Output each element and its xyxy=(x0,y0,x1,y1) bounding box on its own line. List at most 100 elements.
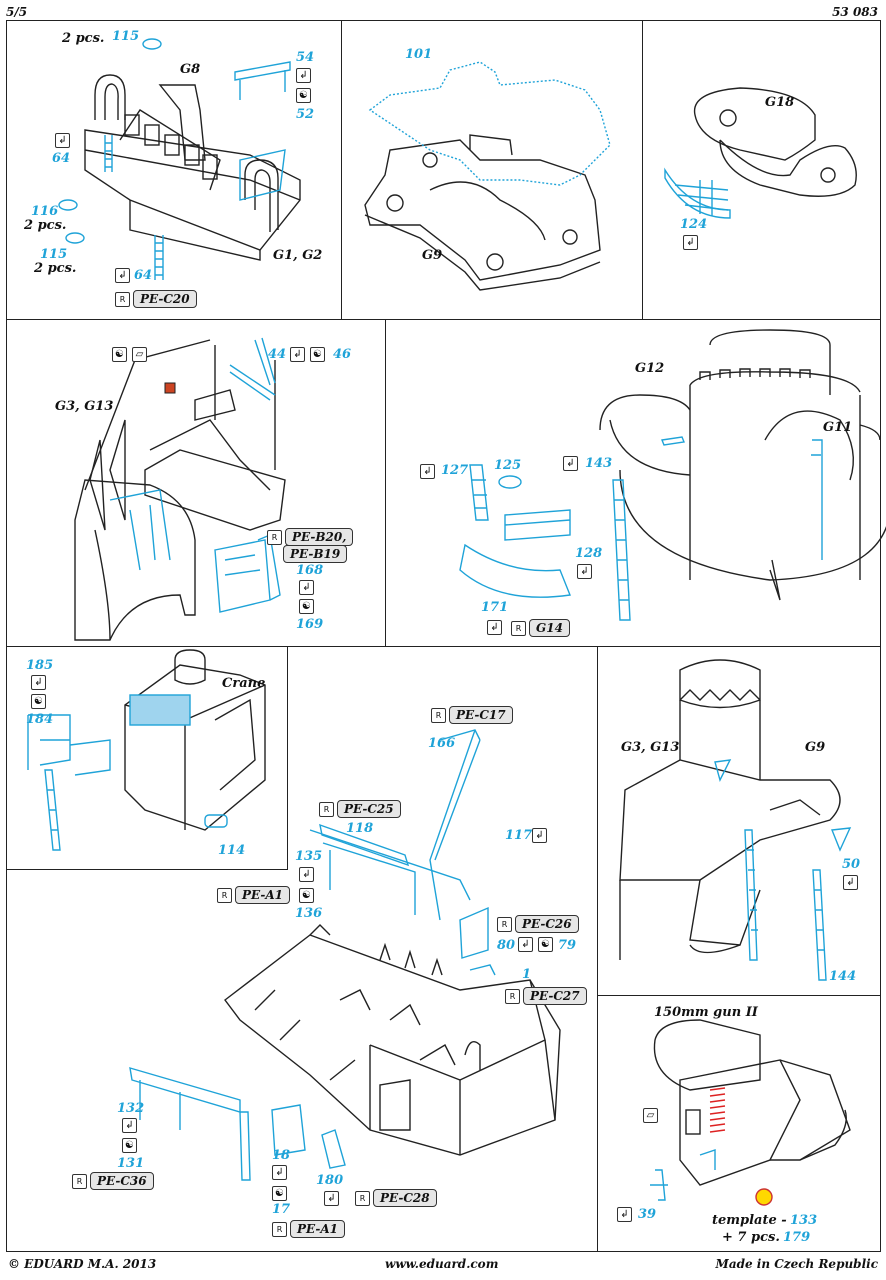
fold-icon: ☯ xyxy=(299,599,314,614)
bend-icon: ↲ xyxy=(299,580,314,595)
part-118: 118 xyxy=(346,821,374,836)
bend-icon: ↲ xyxy=(617,1207,632,1222)
ref-pe-c26: R PE-C26 xyxy=(497,915,579,933)
bend-icon: ↲ xyxy=(115,268,130,283)
pcs-label: 2 pcs. xyxy=(34,261,77,276)
part-17: 17 xyxy=(272,1202,291,1217)
part-64: 64 xyxy=(134,268,153,283)
gun-title: 150mm gun II xyxy=(654,1005,758,1020)
part-135: 135 xyxy=(295,849,323,864)
panel-150mm-gun xyxy=(597,995,881,1252)
ref-g14: R G14 xyxy=(511,619,570,637)
bend-icon: ↲ xyxy=(55,133,70,148)
part-124: 124 xyxy=(680,217,708,232)
part-1: 1 xyxy=(522,967,532,982)
bend-icon: ↲ xyxy=(122,1118,137,1133)
part-80: 80 xyxy=(497,938,516,953)
bend-icon: ↲ xyxy=(563,456,578,471)
part-label-crane: Crane xyxy=(222,676,266,691)
part-171: 171 xyxy=(481,600,509,615)
ref-pe-b19: PE-B19 xyxy=(283,545,348,563)
part-label-g9: G9 xyxy=(805,740,826,755)
part-128: 128 xyxy=(575,546,603,561)
fold-icon: ☯ xyxy=(299,888,314,903)
ref-pe-c25: R PE-C25 xyxy=(319,800,401,818)
ref-pe-a1: R PE-A1 xyxy=(272,1220,346,1238)
part-label-g9: G9 xyxy=(422,248,443,263)
part-64: 64 xyxy=(52,151,71,166)
part-label-g12: G12 xyxy=(635,361,665,376)
template-label: template - xyxy=(712,1213,787,1228)
part-179: 179 xyxy=(783,1230,811,1245)
part-133: 133 xyxy=(790,1213,818,1228)
part-46: 46 xyxy=(333,347,352,362)
part-131: 131 xyxy=(117,1156,145,1171)
part-54: 54 xyxy=(296,50,315,65)
fold-icon: ☯ xyxy=(272,1186,287,1201)
bend-icon: ↲ xyxy=(299,867,314,882)
part-117: 117 xyxy=(505,828,533,843)
part-143: 143 xyxy=(585,456,613,471)
part-label-g18: G18 xyxy=(765,95,795,110)
paint-icon: ▱ xyxy=(132,347,147,362)
part-label-g3-g13: G3, G13 xyxy=(621,740,680,755)
resin-icon: R xyxy=(505,988,520,1004)
part-label-g8: G8 xyxy=(180,62,201,77)
page-number: 5/5 xyxy=(6,5,28,19)
pcs-label: 2 pcs. xyxy=(62,31,105,46)
fold-icon: ☯ xyxy=(538,937,553,952)
ref-pe-b20: R PE-B20, xyxy=(267,528,354,546)
part-166: 166 xyxy=(428,736,456,751)
made-in: Made in Czech Republic xyxy=(715,1257,878,1271)
part-115: 115 xyxy=(40,247,68,262)
part-79: 79 xyxy=(558,938,577,953)
part-label-g11: G11 xyxy=(823,420,853,435)
pcs-label: 2 pcs. xyxy=(24,218,67,233)
ref-pe-c27: R PE-C27 xyxy=(505,987,587,1005)
part-52: 52 xyxy=(296,107,315,122)
bend-icon: ↲ xyxy=(324,1191,339,1206)
part-label-g3-g13: G3, G13 xyxy=(55,399,114,414)
kit-code: 53 083 xyxy=(832,5,878,19)
part-180: 180 xyxy=(316,1173,344,1188)
part-127: 127 xyxy=(441,463,469,478)
ref-pe-a1: R PE-A1 xyxy=(217,886,291,904)
bend-icon: ↲ xyxy=(518,937,533,952)
part-18: 18 xyxy=(272,1148,291,1163)
part-184: 184 xyxy=(26,712,54,727)
part-50: 50 xyxy=(842,857,861,872)
ref-pe-c17: R PE-C17 xyxy=(431,706,513,724)
ref-pe-c36: R PE-C36 xyxy=(72,1172,154,1190)
part-169: 169 xyxy=(296,617,324,632)
bend-icon: ↲ xyxy=(290,347,305,362)
resin-icon: R xyxy=(511,620,526,636)
copyright: © EDUARD M.A. 2013 xyxy=(8,1257,157,1271)
part-101: 101 xyxy=(405,47,433,62)
part-39: 39 xyxy=(638,1207,657,1222)
ref-pe-c20: R PE-C20 xyxy=(115,290,197,308)
part-115: 115 xyxy=(112,29,140,44)
fold-icon: ☯ xyxy=(296,88,311,103)
resin-icon: R xyxy=(115,291,130,307)
part-116: 116 xyxy=(31,204,59,219)
resin-icon: R xyxy=(267,529,282,545)
bend-icon: ↲ xyxy=(420,464,435,479)
website-link[interactable]: www.eduard.com xyxy=(385,1257,499,1271)
bend-icon: ↲ xyxy=(272,1165,287,1180)
resin-icon: R xyxy=(355,1190,370,1206)
template-pcs: + 7 pcs. xyxy=(722,1230,780,1245)
fold-icon: ☯ xyxy=(310,347,325,362)
resin-icon: R xyxy=(217,887,232,903)
resin-icon: R xyxy=(431,707,446,723)
paint-icon: ▱ xyxy=(643,1108,658,1123)
bend-icon: ↲ xyxy=(577,564,592,579)
bend-icon: ↲ xyxy=(532,828,547,843)
bend-icon: ↲ xyxy=(487,620,502,635)
bend-icon: ↲ xyxy=(683,235,698,250)
bend-icon: ↲ xyxy=(843,875,858,890)
part-125: 125 xyxy=(494,458,522,473)
part-132: 132 xyxy=(117,1101,145,1116)
part-144: 144 xyxy=(829,969,857,984)
part-136: 136 xyxy=(295,906,323,921)
